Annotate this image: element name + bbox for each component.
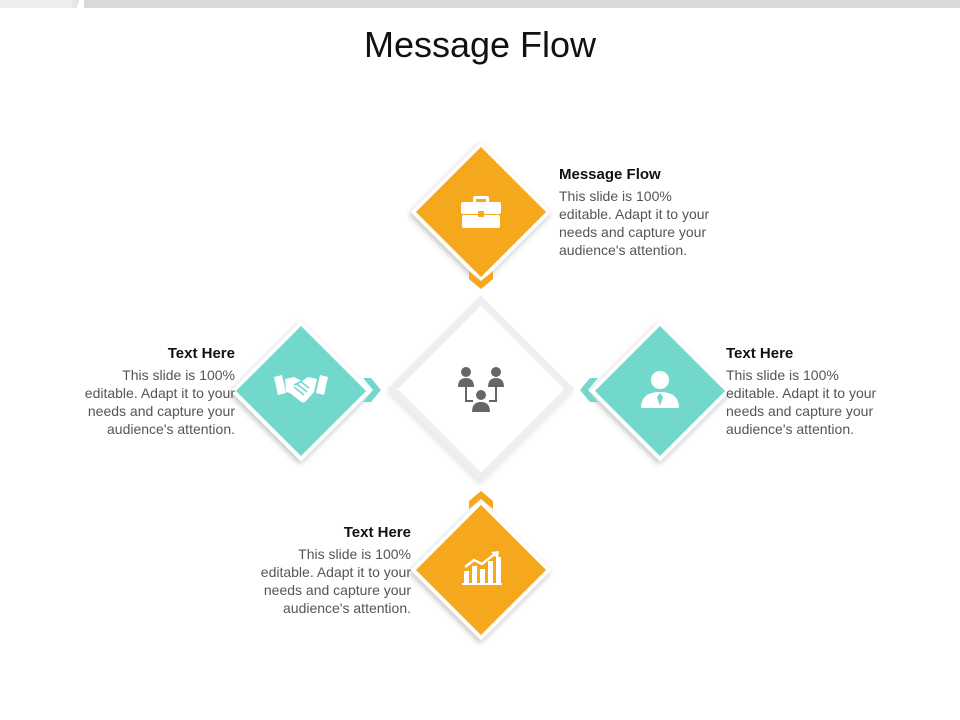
left-connector-chevron [363,378,381,402]
left-node-line: This slide is 100% [122,367,235,383]
top-node-line: audience's attention. [559,242,687,258]
top-node-heading: Message Flow [559,166,661,183]
user-icon [641,371,679,408]
bottom-node-line: needs and capture your [263,582,411,598]
top-node-text: Message Flow This slide is 100% editable… [559,166,749,259]
top-bar-slash [70,0,80,8]
handshake-icon [274,375,328,403]
left-node-text: Text Here This slide is 100% editable. A… [45,345,235,438]
right-node-line: This slide is 100% [726,367,839,383]
left-node-line: audience's attention. [107,421,235,437]
right-node-line: audience's attention. [726,421,854,437]
top-bar-right-segment [84,0,960,8]
right-node-line: editable. Adapt it to your [726,385,877,401]
bottom-node-line: editable. Adapt it to your [260,564,411,580]
top-connector-chevron [469,271,493,289]
top-bar-left-segment [0,0,76,8]
right-node-text: Text Here This slide is 100% editable. A… [726,345,916,438]
top-node-line: editable. Adapt it to your [559,206,710,222]
slide-title: Message Flow [363,24,597,65]
bottom-node-text: Text Here This slide is 100% editable. A… [221,524,411,617]
bottom-node-heading: Text Here [343,524,411,541]
right-node-heading: Text Here [726,345,794,362]
right-node-line: needs and capture your [726,403,874,419]
top-node-line: needs and capture your [559,224,707,240]
bottom-node-line: audience's attention. [283,600,411,616]
top-decorative-bar [0,0,960,8]
left-node-line: needs and capture your [87,403,235,419]
briefcase-icon [461,196,501,228]
bottom-connector-chevron [469,491,493,509]
bar-chart-growth-icon [462,551,502,585]
left-node-line: editable. Adapt it to your [84,385,235,401]
bottom-node-line: This slide is 100% [298,546,411,562]
top-node-line: This slide is 100% [559,188,672,204]
left-node-heading: Text Here [167,345,235,362]
right-connector-chevron [580,378,598,402]
team-hierarchy-icon [458,367,504,412]
